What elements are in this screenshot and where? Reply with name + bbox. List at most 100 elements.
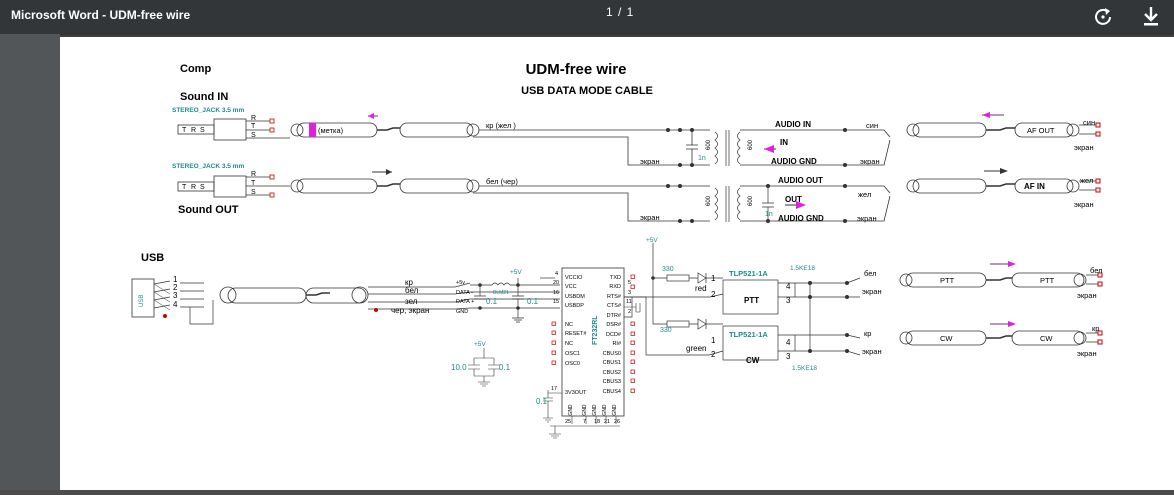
audio-in-label: AUDIO IN — [775, 120, 811, 129]
svg-text:IN: IN — [780, 138, 788, 147]
svg-text:син: син — [1083, 118, 1095, 127]
page-indicator: 1 / 1 — [606, 5, 635, 19]
document-page: Comp UDM-free wire USB DATA MODE CABLE S… — [60, 37, 1174, 490]
usb-filter — [470, 277, 560, 323]
svg-text:330: 330 — [660, 327, 672, 334]
svg-text:син: син — [866, 121, 878, 130]
svg-text:VCC: VCC — [565, 284, 577, 290]
svg-text:экран: экран — [640, 157, 660, 166]
svg-text:+5v: +5v — [456, 280, 465, 286]
svg-text:DATA +: DATA + — [456, 299, 474, 305]
cable-2 — [290, 169, 480, 194]
svg-text:1: 1 — [711, 274, 716, 283]
svg-text:11: 11 — [626, 299, 632, 305]
svg-text:5: 5 — [628, 280, 631, 286]
svg-text:DTR#: DTR# — [607, 313, 622, 319]
svg-text:4: 4 — [555, 271, 558, 277]
page-subtitle: USB DATA MODE CABLE — [521, 85, 653, 97]
ptt-cw-drive — [624, 243, 861, 361]
jack-1-label: STEREO_JACK 3.5 mm — [172, 107, 244, 114]
svg-text:экран: экран — [1074, 200, 1094, 209]
svg-text:2: 2 — [628, 309, 631, 315]
sound-in-label: Sound IN — [180, 91, 228, 103]
svg-text:экран: экран — [640, 213, 660, 222]
svg-text:чер, экран: чер, экран — [391, 306, 429, 315]
svg-text:2: 2 — [711, 290, 716, 299]
svg-text:кр: кр — [864, 329, 871, 338]
svg-text:CBUS0: CBUS0 — [603, 351, 621, 357]
svg-text:OSC1: OSC1 — [565, 351, 580, 357]
opto-ptt-label: TLP521-1A — [729, 269, 768, 278]
svg-text:600: 600 — [748, 195, 754, 206]
svg-text:USBDM: USBDM — [565, 294, 585, 300]
svg-text:T: T — [182, 184, 187, 191]
download-icon[interactable] — [1136, 2, 1166, 32]
svg-text:green: green — [686, 344, 706, 353]
svg-text:S: S — [200, 184, 205, 191]
svg-text:DATA -: DATA - — [456, 290, 473, 296]
svg-text:15: 15 — [553, 299, 559, 305]
svg-text:1n: 1n — [698, 155, 706, 162]
svg-text:DCD#: DCD# — [606, 332, 622, 338]
af-in-cable: AF IN жел экран — [906, 168, 1101, 209]
svg-text:жел: жел — [858, 190, 871, 199]
svg-text:S: S — [251, 132, 256, 139]
rotate-icon[interactable] — [1088, 2, 1118, 32]
svg-text:3V3OUT: 3V3OUT — [565, 390, 587, 396]
svg-text:CBUS2: CBUS2 — [603, 370, 621, 376]
svg-text:USBDP: USBDP — [565, 303, 584, 309]
svg-text:red: red — [695, 284, 707, 293]
svg-text:3: 3 — [173, 291, 178, 300]
svg-text:PTT: PTT — [1040, 276, 1055, 285]
ptt-cable: PTT PTT бел экран — [899, 261, 1103, 300]
svg-text:1.5KE18: 1.5KE18 — [792, 365, 817, 372]
cable-1: (метка) — [290, 113, 480, 138]
audio-wires — [473, 129, 710, 222]
svg-text:10.0: 10.0 — [451, 363, 467, 372]
svg-text:1n: 1n — [765, 211, 773, 218]
svg-text:S: S — [251, 189, 256, 196]
svg-text:NC: NC — [565, 322, 573, 328]
svg-text:600: 600 — [748, 139, 754, 150]
svg-text:бел: бел — [1090, 266, 1103, 275]
svg-text:T: T — [251, 180, 256, 187]
stereo-jack-1: STEREO_JACK 3.5 mm T R S R T S — [172, 107, 290, 141]
svg-text:USB: USB — [139, 295, 145, 307]
svg-text:бел (чер): бел (чер) — [486, 177, 518, 186]
decoupling-caps — [468, 348, 500, 387]
svg-text:RESET#: RESET# — [565, 331, 587, 337]
svg-text:600: 600 — [706, 139, 712, 150]
af-out-cable: AF OUT син экран — [906, 112, 1101, 152]
svg-text:TXD: TXD — [610, 275, 621, 281]
svg-text:VCCIO: VCCIO — [565, 275, 583, 281]
junctions-audio — [666, 128, 847, 223]
af-out-label: AF OUT — [1027, 126, 1055, 135]
svg-text:CW: CW — [1040, 334, 1053, 343]
svg-text:17: 17 — [551, 386, 557, 392]
schematic: Comp UDM-free wire USB DATA MODE CABLE S… — [131, 61, 1103, 439]
svg-text:4: 4 — [786, 338, 791, 347]
svg-text:7: 7 — [583, 419, 586, 425]
svg-text:экран: экран — [1077, 291, 1097, 300]
svg-text:AUDIO GND: AUDIO GND — [778, 214, 824, 223]
svg-text:GND: GND — [456, 309, 468, 315]
svg-text:CBUS3: CBUS3 — [603, 379, 621, 385]
window-title: Microsoft Word - UDM-free wire — [11, 8, 191, 22]
svg-text:OUT: OUT — [785, 195, 802, 204]
svg-text:CW: CW — [940, 334, 953, 343]
svg-text:4: 4 — [786, 282, 791, 291]
svg-text:RTS#: RTS# — [607, 294, 622, 300]
svg-text:зел: зел — [405, 297, 418, 306]
svg-text:PTT: PTT — [744, 296, 759, 305]
svg-text:экран: экран — [1074, 143, 1094, 152]
svg-text:20: 20 — [553, 280, 559, 286]
svg-text:600: 600 — [706, 195, 712, 206]
svg-text:T: T — [182, 127, 187, 134]
svg-text:T: T — [251, 123, 256, 130]
svg-text:кр: кр — [405, 278, 414, 287]
usb-connector: USB — [131, 278, 171, 318]
svg-text:0.1: 0.1 — [499, 363, 511, 372]
transformer-2 — [714, 185, 858, 222]
af-in-label: AF IN — [1024, 182, 1045, 191]
svg-text:BLM21: BLM21 — [493, 290, 509, 296]
